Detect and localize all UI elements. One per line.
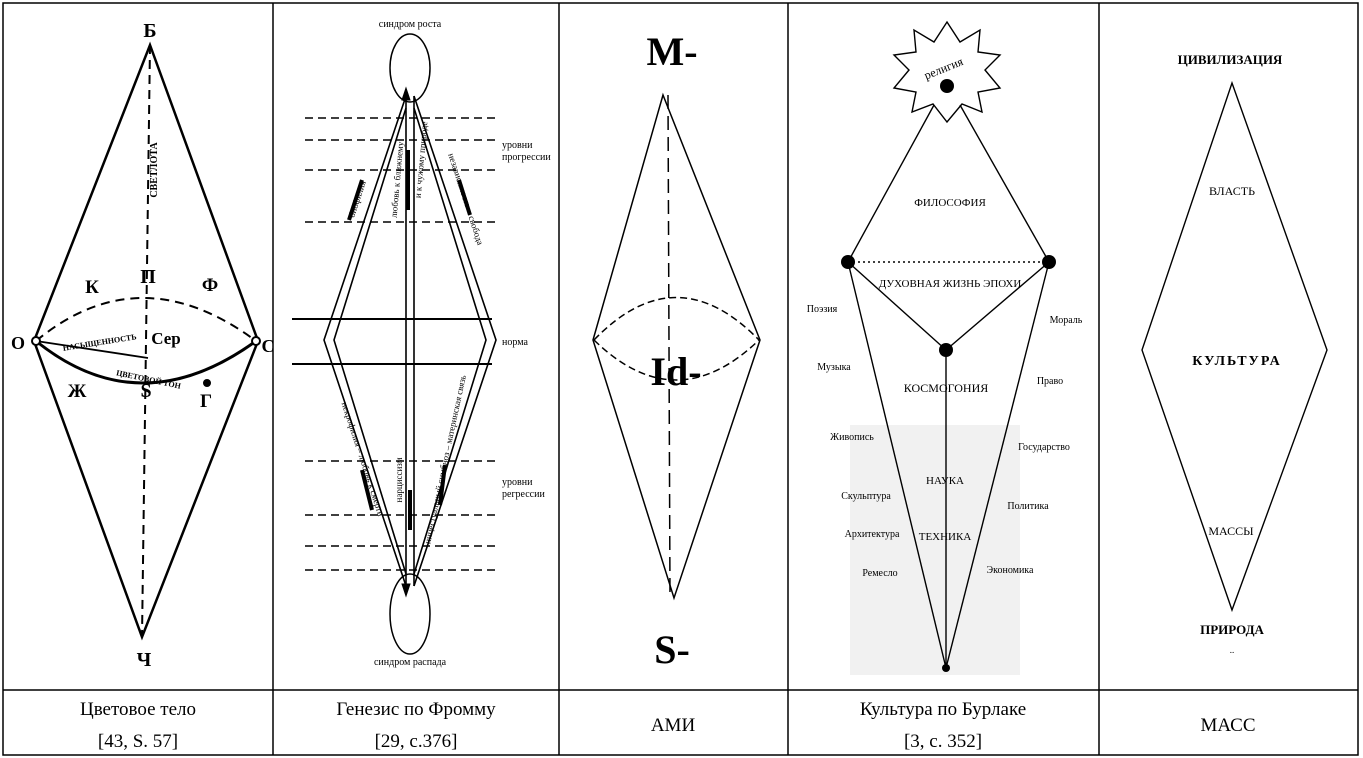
label-symbiosis: инцестуальный симбиоз – материнская связ… <box>422 374 468 545</box>
label-left: О <box>11 333 25 353</box>
lightness-axis <box>141 44 151 638</box>
label-center: Сер <box>151 329 180 348</box>
label-bottom: Ч <box>137 649 152 671</box>
label-technology: ТЕХНИКА <box>919 531 972 543</box>
point-o <box>31 336 41 346</box>
ami-labels: M- Id- S- <box>646 29 701 672</box>
label-k: К <box>85 277 99 298</box>
ami-arc-bottom <box>593 339 760 381</box>
label-left-0: Поэзия <box>807 304 838 315</box>
caption-1-line-1: Цветовое тело <box>80 699 196 720</box>
caption-4-line-2: [3, с. 352] <box>904 731 982 752</box>
label-civilization: ЦИВИЛИЗАЦИЯ <box>1178 52 1283 67</box>
ami-diagram <box>592 92 761 601</box>
label-f: Ф <box>202 275 218 296</box>
color-body-rhombus <box>32 41 260 641</box>
label-regress-2: регрессии <box>502 489 545 500</box>
mass-diagram <box>1141 80 1328 613</box>
label-culture: КУЛЬТУРА <box>1192 354 1281 369</box>
caption-3: АМИ <box>651 715 696 736</box>
caption-4-line-1: Культура по Бурлаке <box>860 699 1026 720</box>
label-love: любовь к ближнему <box>389 141 406 218</box>
ami-axis <box>667 94 671 599</box>
progress-levels <box>305 117 495 223</box>
point-c <box>251 336 261 346</box>
label-growth: синдром роста <box>379 19 442 30</box>
captions-row: Цветовое тело [43, S. 57] Генезис по Фро… <box>80 699 1256 752</box>
label-top: Б <box>143 20 156 42</box>
label-left-3: Скульптура <box>841 491 891 502</box>
label-regress-1: уровни <box>502 477 533 488</box>
label-narcissism: нарциссизм <box>394 457 404 502</box>
label-g: Г <box>200 391 212 412</box>
ami-arc-top <box>593 296 760 341</box>
label-left-2: Живопись <box>830 432 874 443</box>
mass-labels: ЦИВИЛИЗАЦИЯ ВЛАСТЬ КУЛЬТУРА МАССЫ ПРИРОД… <box>1178 52 1283 655</box>
node-left <box>841 255 855 269</box>
burlaka-diagram <box>841 20 1056 675</box>
color-body-diagram <box>31 41 261 641</box>
caption-1-line-2: [43, S. 57] <box>98 731 178 752</box>
caption-2-line-1: Генезис по Фромму <box>336 699 496 720</box>
religion-star <box>892 20 1002 124</box>
label-philosophy: ФИЛОСОФИЯ <box>914 197 986 209</box>
point-g <box>203 379 211 387</box>
label-cosmogony: КОСМОГОНИЯ <box>904 381 989 395</box>
label-zh: Ж <box>68 381 87 402</box>
label-necrophilia: некрофилия – любовь к смерти <box>340 401 387 518</box>
label-saturation: НАСЫЩЕННОСТЬ <box>62 332 137 353</box>
label-right-2: Государство <box>1018 442 1070 453</box>
religion-dot <box>940 79 954 93</box>
hue-arc-top <box>35 297 257 342</box>
label-masses: МАССЫ <box>1208 524 1254 538</box>
ami-rhombus <box>592 92 761 601</box>
label-biophilia: биофилия <box>347 179 368 218</box>
fromm-emphasis <box>347 150 472 530</box>
label-nature: ПРИРОДА <box>1200 622 1264 637</box>
hue-arc-bottom <box>35 339 257 385</box>
burlaka-labels: религия ФИЛОСОФИЯ ДУХОВНАЯ ЖИЗНЬ ЭПОХИ К… <box>807 54 1083 579</box>
label-progress-2: прогрессии <box>502 152 551 163</box>
arrow-up <box>401 86 411 101</box>
label-lightness: СВЕТЛОТА <box>149 142 160 198</box>
label-left-1: Музыка <box>817 362 851 373</box>
tree-shade <box>850 425 1020 675</box>
label-right-3: Политика <box>1007 501 1049 512</box>
label-s: S- <box>654 627 690 672</box>
label-mid-bottom: S <box>140 380 151 402</box>
node-center <box>939 343 953 357</box>
label-progress-1: уровни <box>502 140 533 151</box>
caption-5: МАСС <box>1200 715 1255 736</box>
label-love2: и к чужому природе <box>413 121 430 198</box>
label-left-4: Архитектура <box>845 529 900 540</box>
label-right-1: Право <box>1037 376 1063 387</box>
label-tiny: .. <box>1230 645 1235 655</box>
label-m: M- <box>646 29 697 74</box>
label-right-4: Экономика <box>987 565 1035 576</box>
label-id: Id- <box>650 349 701 394</box>
label-mid-top: П <box>140 266 156 288</box>
label-spiritual: ДУХОВНАЯ ЖИЗНЬ ЭПОХИ <box>879 278 1022 290</box>
label-right: С <box>262 336 275 356</box>
decay-circle <box>389 573 431 655</box>
caption-2-line-2: [29, с.376] <box>375 731 458 752</box>
label-science: НАУКА <box>926 475 964 487</box>
node-bottom <box>942 664 950 672</box>
growth-circle <box>389 33 431 103</box>
label-norm: норма <box>502 337 528 348</box>
fromm-diagram <box>292 33 497 655</box>
label-right-0: Мораль <box>1050 315 1083 326</box>
mass-rhombus <box>1141 80 1328 613</box>
arrow-down <box>401 583 411 598</box>
label-decay: синдром распада <box>374 657 447 668</box>
node-right <box>1042 255 1056 269</box>
label-power: ВЛАСТЬ <box>1209 184 1255 198</box>
saturation-line <box>35 340 149 359</box>
label-left-5: Ремесло <box>862 568 897 579</box>
